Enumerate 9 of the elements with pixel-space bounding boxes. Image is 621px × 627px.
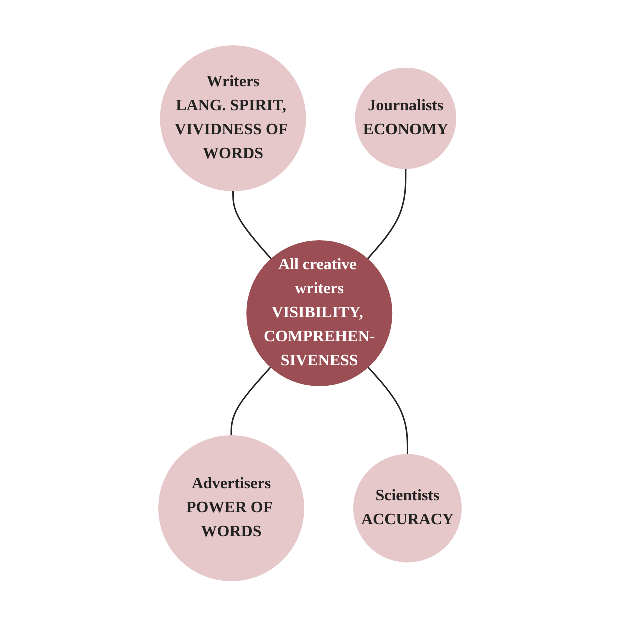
node-circle: All creative writers VISIBILITY, COMPREHEN-SIVENESS (246, 240, 393, 386)
connector (367, 168, 407, 260)
connector (231, 366, 272, 436)
node-circle: Journalists ECONOMY (356, 68, 457, 170)
connector (368, 366, 409, 455)
node-circle: Scientists ACCURACY (354, 454, 462, 563)
node-circle: Advertisers POWER OF WORDS (158, 436, 305, 582)
connector (232, 191, 272, 260)
node-circle: Writers LANG. SPIRIT, VIVIDNESS OF WORDS (160, 46, 307, 192)
